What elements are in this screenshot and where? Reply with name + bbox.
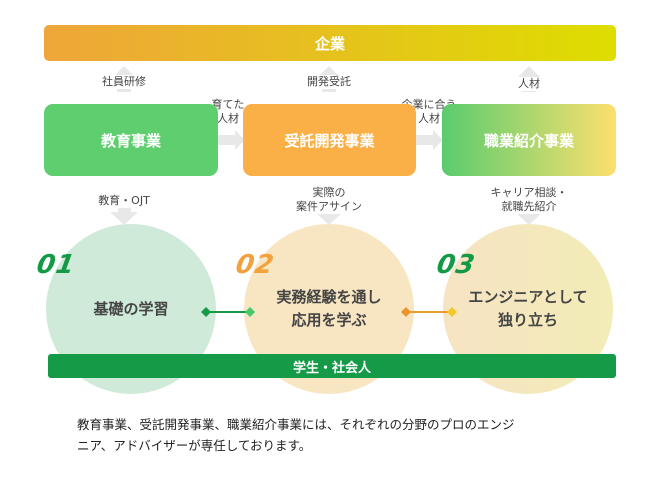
- box-placement: 職業紹介事業: [442, 104, 616, 176]
- company-banner: 企業: [44, 25, 616, 61]
- connector-1-dot-right: [245, 307, 255, 317]
- box-education-label: 教育事業: [100, 131, 161, 150]
- box-placement-label: 職業紹介事業: [483, 131, 574, 150]
- right-arrow-1: [218, 130, 245, 150]
- box-contract-dev-label: 受託開発事業: [284, 131, 375, 150]
- connector-1-dot-left: [201, 307, 211, 317]
- circle-step-2-line2: 応用を学ぶ: [291, 311, 367, 329]
- label-actual-assignment: 実際の 案件アサイン: [284, 186, 374, 214]
- label-actual-line2: 案件アサイン: [296, 200, 362, 213]
- description-line2: ニア、アドバイザーが専任しております。: [77, 438, 312, 453]
- label-education-ojt: 教育・OJT: [89, 194, 159, 208]
- label-people: 人材: [509, 77, 549, 91]
- label-raised-line1: 育てた: [211, 98, 245, 111]
- label-career-consult: キャリア相談・ 就職先紹介: [479, 186, 579, 214]
- label-actual-line1: 実際の: [312, 186, 346, 199]
- description-text: 教育事業、受託開発事業、職業紹介事業には、それぞれの分野のプロのエンジ ニア、ア…: [77, 414, 597, 456]
- label-raised-line2: 人材: [217, 112, 239, 125]
- circle-step-3-line1: エンジニアとして: [468, 288, 588, 306]
- label-matching-line2: 人材: [418, 112, 440, 125]
- circle-step-2-line1: 実務経験を通し: [276, 288, 382, 306]
- connector-2-dot-left: [401, 307, 411, 317]
- circle-step-3-line2: 独り立ち: [497, 311, 558, 329]
- label-career-line1: キャリア相談・: [490, 186, 568, 199]
- box-education: 教育事業: [44, 104, 218, 176]
- connector-2-dot-right: [447, 307, 457, 317]
- label-raised-talent: 育てた 人材: [208, 98, 248, 126]
- label-training: 社員研修: [94, 75, 154, 89]
- company-label: 企業: [314, 34, 345, 53]
- right-arrow-2: [415, 130, 443, 150]
- student-banner: 学生・社会人: [48, 354, 616, 378]
- description-line1: 教育事業、受託開発事業、職業紹介事業には、それぞれの分野のプロのエンジ: [77, 417, 515, 432]
- label-career-line2: 就職先紹介: [501, 200, 557, 213]
- box-contract-dev: 受託開発事業: [243, 104, 416, 176]
- student-label: 学生・社会人: [292, 360, 371, 376]
- down-arrow-education: [110, 206, 138, 225]
- label-contract-dev: 開発受託: [299, 75, 359, 89]
- circle-step-1-line1: 基礎の学習: [93, 299, 169, 318]
